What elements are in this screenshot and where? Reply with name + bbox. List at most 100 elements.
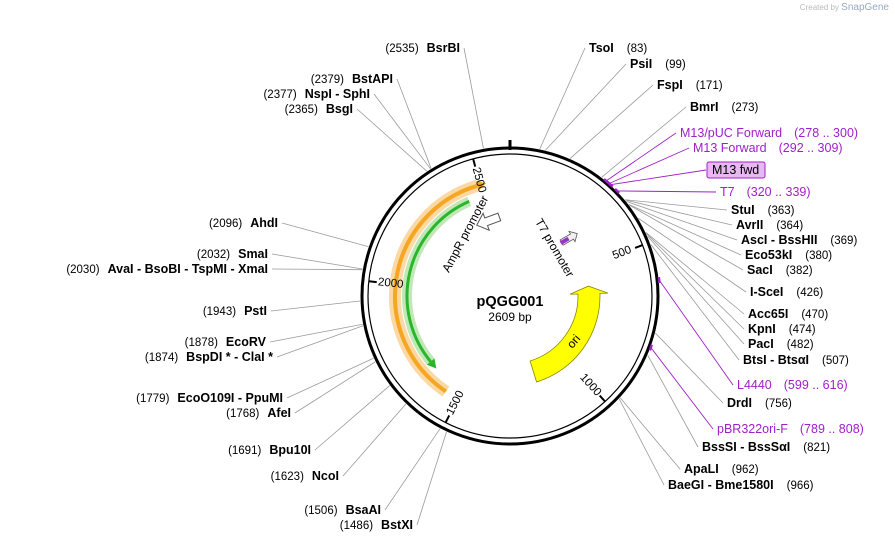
site-position: (2379): [311, 74, 344, 86]
site-name: NcoI: [312, 469, 339, 483]
primer-name: M13 fwd: [712, 163, 759, 177]
site-drdi[interactable]: DrdI(756): [727, 396, 792, 410]
site-bmri[interactable]: BmrI(273): [690, 100, 759, 114]
site-ncoi[interactable]: NcoI (1623): [271, 469, 339, 483]
site-name: AvaI - BsoBI - TspMI - XmaI: [108, 262, 268, 276]
site-leader-line: [342, 403, 407, 477]
site-saci[interactable]: SacI(382): [747, 263, 813, 277]
site-ahdi[interactable]: AhdI(2096): [209, 216, 278, 230]
primer-m13-fwd[interactable]: M13 fwd: [706, 161, 766, 179]
site-leader-line: [539, 47, 586, 150]
site-asci-bsshii[interactable]: AscI - BssHII(369): [741, 233, 857, 247]
site-leader-line: [396, 78, 432, 169]
site-name: BstAPI: [352, 72, 393, 86]
site-name: NspI - SphI: [305, 87, 370, 101]
t7-promoter-marker: [559, 236, 570, 245]
site-baegi-bme1580i[interactable]: BaeGI - Bme1580I(966): [668, 478, 814, 492]
site-position: (1623): [271, 471, 304, 483]
site-position: (2030): [66, 264, 99, 276]
site-leader-line: [647, 355, 699, 448]
ampr-promoter-feature[interactable]: [474, 208, 503, 233]
site-paci[interactable]: PacI(482): [748, 337, 814, 351]
primer-binding-mark: [614, 188, 620, 194]
site-kpni[interactable]: KpnI(474): [748, 322, 816, 336]
site-stui[interactable]: StuI (363): [731, 203, 795, 217]
site-afei[interactable]: AfeI(1768): [226, 406, 291, 420]
site-leader-line: [650, 244, 740, 361]
site-psti[interactable]: PstI(1943): [203, 304, 267, 318]
primer-range: (320 .. 339): [747, 185, 811, 199]
site-leader-line: [356, 108, 428, 172]
site-position: (1768): [226, 408, 259, 420]
site-position: (470): [801, 309, 828, 321]
site-position: (369): [830, 235, 857, 247]
primer-name: L4440: [737, 378, 772, 392]
ori-feature[interactable]: [529, 285, 609, 383]
site-leader-line: [646, 233, 745, 330]
site-bsaai[interactable]: BsaAI(1506): [304, 503, 381, 517]
site-bsgi[interactable]: BsgI (2365): [285, 102, 353, 116]
site-leader-line: [269, 323, 363, 343]
site-avrii[interactable]: AvrII(364): [736, 218, 803, 232]
site-position: (1943): [203, 306, 236, 318]
primer-l4440[interactable]: L4440(599 .. 616): [737, 378, 848, 392]
site-name: BtsI - BtsαI: [743, 353, 809, 367]
site-apali[interactable]: ApaLI(962): [684, 462, 759, 476]
site-name: KpnI: [748, 322, 776, 336]
primer-leader-line: [609, 147, 690, 184]
site-smai[interactable]: SmaI(2032): [197, 247, 268, 261]
site-ecorv[interactable]: EcoRV(1878): [185, 335, 267, 349]
site-leader-line: [384, 428, 441, 511]
site-bpu10i[interactable]: Bpu10I (1691): [228, 443, 311, 457]
site-bsssi-bsss-i[interactable]: BssSI - BssSαI(821): [702, 440, 830, 454]
site-name: BsgI: [326, 102, 353, 116]
map-center: pQGG001 2609 bp: [477, 294, 544, 324]
site-fspi[interactable]: FspI(171): [657, 78, 723, 92]
site-name: ApaLI: [684, 462, 719, 476]
site-eco53ki[interactable]: Eco53kI(380): [745, 248, 832, 262]
primer-pbr322ori-f[interactable]: pBR322ori-F(789 .. 808): [717, 422, 864, 436]
site-bsrbi[interactable]: BsrBI(2535): [385, 41, 460, 55]
site-i-scei[interactable]: I-SceI(426): [750, 285, 823, 299]
site-leader-line: [271, 268, 363, 271]
primer-range: (278 .. 300): [794, 126, 858, 140]
site-psii[interactable]: PsiI(99): [630, 57, 686, 71]
site-name: Bpu10I: [269, 443, 311, 457]
site-position: (1691): [228, 445, 261, 457]
site-bstxi[interactable]: BstXI(1486): [340, 518, 413, 532]
tick-mark: [634, 244, 643, 249]
site-leader-line: [655, 332, 724, 404]
site-bstapi[interactable]: BstAPI (2379): [311, 72, 393, 86]
primer-t7[interactable]: T7(320 .. 339): [720, 185, 811, 199]
site-name: FspI: [657, 78, 683, 92]
site-position: (1779): [136, 393, 169, 405]
primer-name: pBR322ori-F: [717, 422, 788, 436]
site-nspi-sphi[interactable]: NspI - SphI(2377): [263, 87, 370, 101]
site-leader-line: [276, 325, 364, 358]
tick-label: 1500: [444, 389, 466, 417]
site-bspdi-clai[interactable]: BspDI * - ClaI *(1874): [145, 350, 273, 364]
site-position: (363): [768, 205, 795, 217]
primer-m13-puc-forward[interactable]: M13/pUC Forward(278 .. 300): [680, 126, 858, 140]
site-position: (2365): [285, 104, 318, 116]
site-position: (2096): [209, 218, 242, 230]
site-position: (507): [822, 355, 849, 367]
site-acc65i[interactable]: Acc65I (470): [748, 307, 828, 321]
site-leader-line: [271, 253, 363, 270]
site-position: (426): [796, 287, 823, 299]
site-leader-line: [626, 201, 738, 241]
primer-m13-forward[interactable]: M13 Forward(292 .. 309): [693, 141, 843, 155]
site-avai-bsobi-tspmi-xmai[interactable]: AvaI - BsoBI - TspMI - XmaI (2030): [66, 262, 268, 276]
site-ecoo109i-ppumi[interactable]: EcoO109I - PpuMI(1779): [136, 391, 283, 405]
site-btsi-bts-i[interactable]: BtsI - BtsαI (507): [743, 353, 849, 367]
site-name: StuI: [731, 203, 755, 217]
site-name: Acc65I: [748, 307, 788, 321]
site-leader-line: [625, 199, 728, 211]
snapgene-watermark: Created by SnapGene: [800, 2, 889, 13]
site-name: BsaAI: [346, 503, 381, 517]
site-position: (2535): [385, 43, 418, 55]
site-position: (273): [731, 102, 758, 114]
site-tsoi[interactable]: TsoI(83): [589, 41, 647, 55]
backbone: [360, 140, 660, 446]
site-position: (821): [803, 442, 830, 454]
